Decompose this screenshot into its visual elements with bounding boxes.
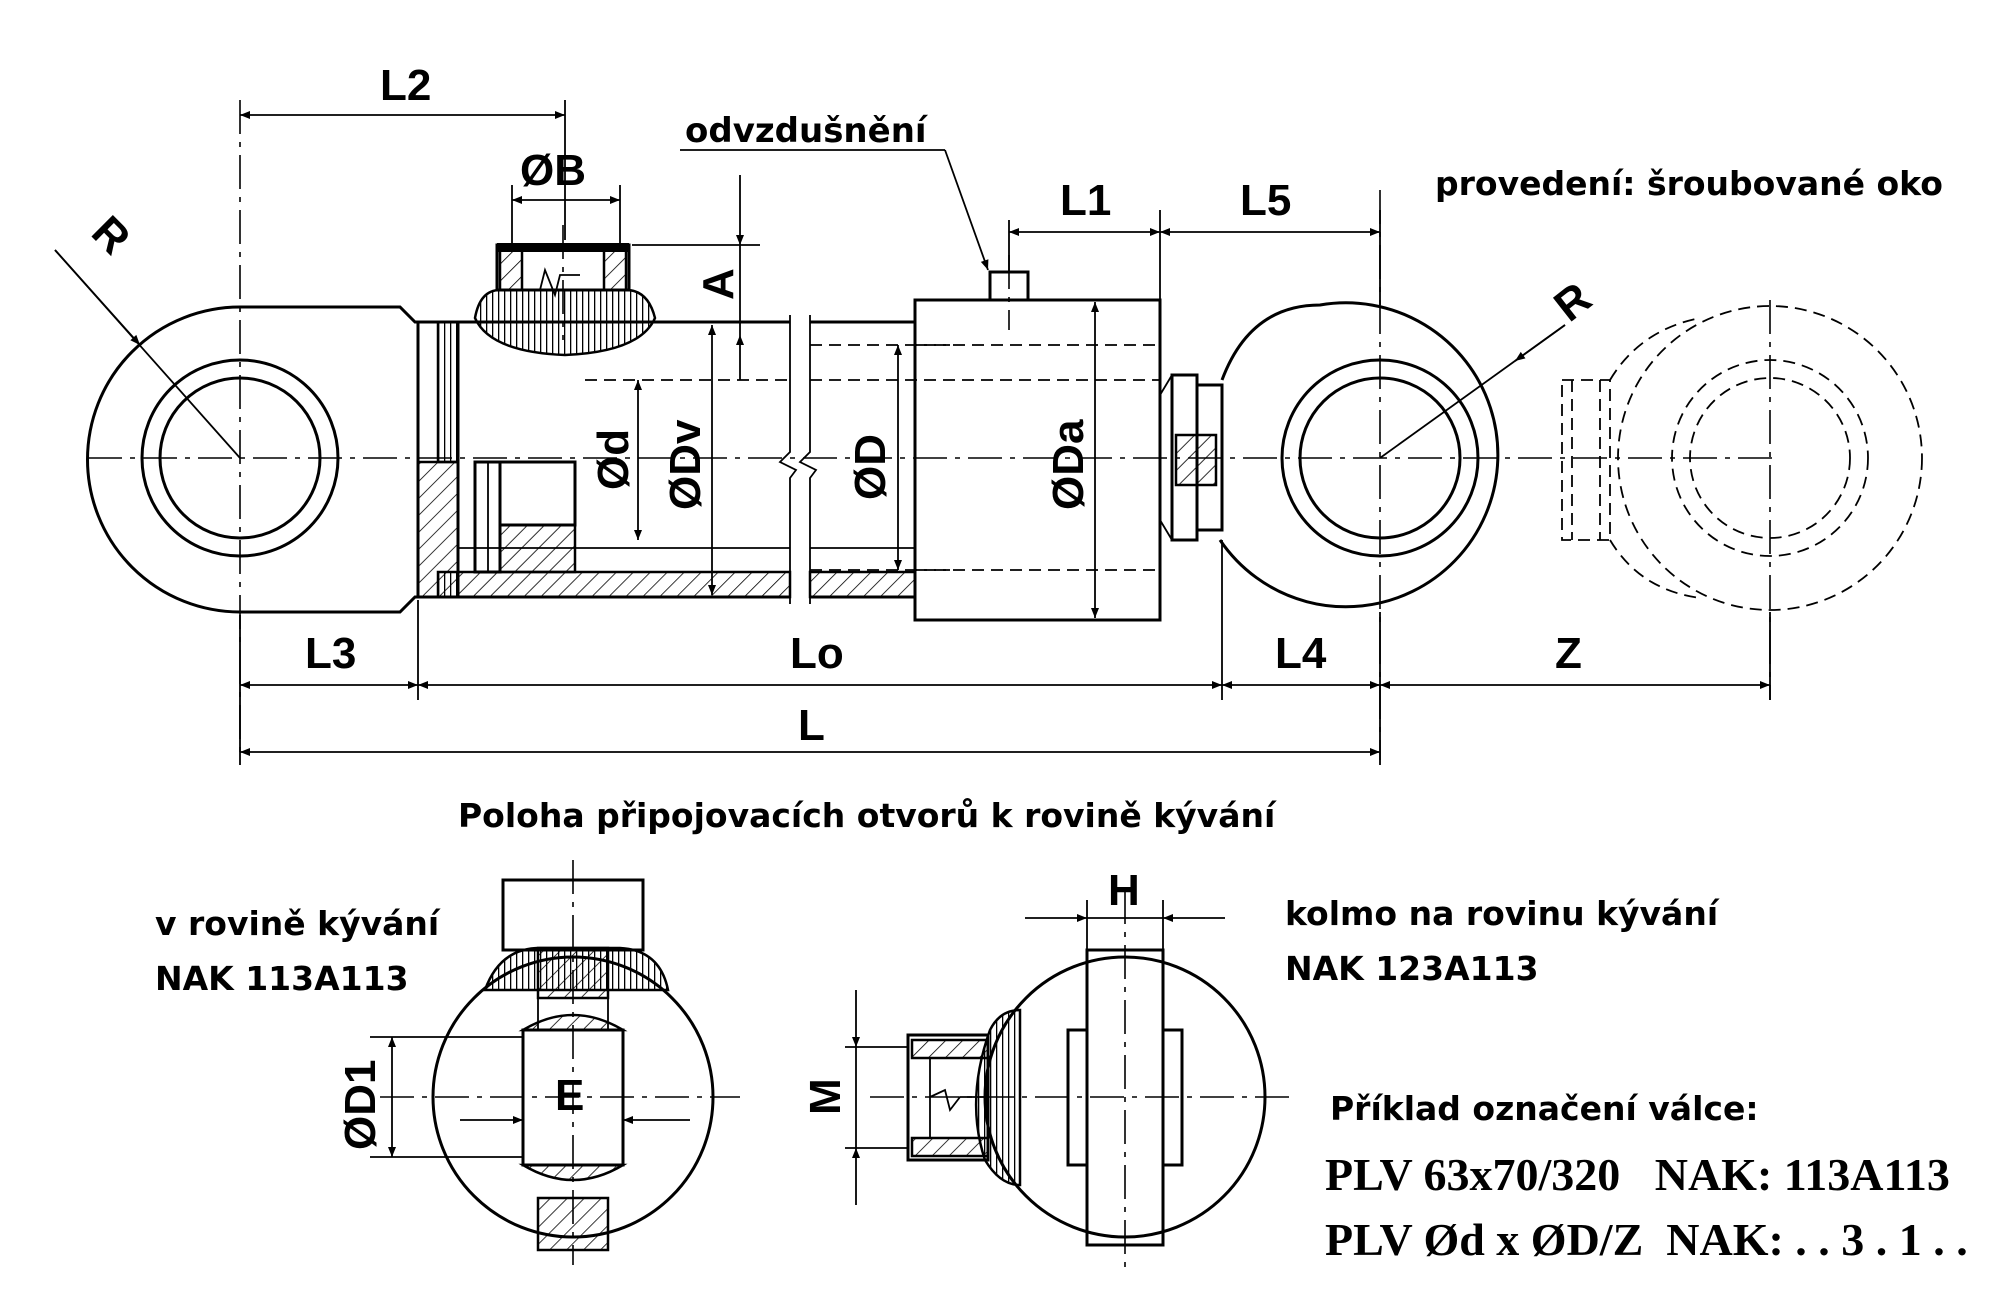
dim-M: M [801,1078,850,1115]
dim-L2: L2 [380,61,431,110]
alternative-eye-phantom [1561,300,1923,700]
dim-L: L [798,701,825,750]
dim-L4: L4 [1275,629,1327,678]
left-eye [86,100,418,760]
in-plane-label: v rovině kývání [155,904,441,943]
position-title: Poloha připojovacích otvorů k rovině kýv… [458,796,1277,835]
dimension-lines [54,100,1771,765]
dim-D1: ØD1 [336,1060,385,1150]
perpendicular-label: kolmo na rovinu kývání [1285,894,1720,933]
dim-A: A [694,268,743,300]
cylinder-tube [456,315,1160,604]
example-line-1: PLV 63x70/320 NAK: 113A113 [1325,1149,1950,1200]
dim-D: ØD [846,434,895,500]
dim-L5: L5 [1240,176,1291,225]
dim-L3: L3 [305,629,356,678]
perpendicular-code: NAK 123A113 [1285,949,1539,988]
right-eye [1218,190,1500,760]
cylinder-side-view: L2 ØB odvzdušnění L1 L5 R R A Ød ØDv ØD … [54,61,1923,765]
dim-B: ØB [520,146,586,195]
hydraulic-port-boss [473,225,657,357]
dim-R-right: R [1545,273,1600,331]
dim-H: H [1108,866,1140,915]
dim-Lo: Lo [790,629,844,678]
vent-label: odvzdušnění [685,111,929,151]
in-plane-code: NAK 113A113 [155,959,409,998]
dim-L1: L1 [1060,176,1111,225]
example-title: Příklad označení válce: [1330,1089,1759,1128]
rear-head [416,320,460,599]
dim-Da: ØDa [1044,419,1093,510]
dim-d: Ød [589,429,638,490]
in-plane-view: v rovině kývání NAK 113A113 ØD1 E [155,860,740,1265]
dim-Z: Z [1555,629,1582,678]
front-head [913,255,1224,622]
perpendicular-view: H M [801,866,1290,1270]
dim-R-left: R [82,207,139,264]
dim-Dv: ØDv [661,419,710,510]
example-line-2: PLV Ød x ØD/Z NAK: . . 3 . 1 . . [1325,1214,1968,1265]
variant-note: provedení: šroubované oko [1435,164,1943,203]
dim-E: E [555,1071,584,1120]
